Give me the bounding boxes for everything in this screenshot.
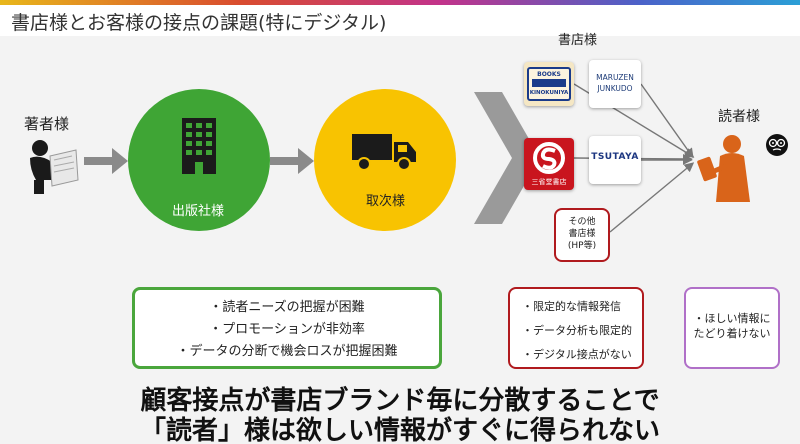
author-figure-icon (30, 140, 79, 194)
bookstores-label: 書店様 (558, 33, 598, 48)
publisher-issue-1: ・読者ニーズの把握が困難 (209, 300, 365, 315)
junkudo-text: JUNKUDO (597, 84, 633, 93)
other-line3: (HP等) (567, 241, 597, 251)
confused-face-icon (766, 134, 788, 156)
reader-issue-1: ・ほしい情報に (693, 312, 771, 325)
readers-label: 読者様 (718, 109, 760, 125)
publisher-issues-box: ・読者ニーズの把握が困難 ・プロモーションが非効率 ・データの分断で機会ロスが把… (132, 287, 442, 369)
reader-figure-icon (697, 135, 750, 202)
kinokuniya-top-text: BOOKS (537, 71, 561, 78)
sanseido-mark-icon (533, 142, 565, 174)
headline-line-1: 顧客接点が書店ブランド毎に分散することで (140, 386, 660, 416)
kinokuniya-mark (532, 79, 566, 87)
slide-title: 書店様とお客様の接点の課題(特にデジタル) (11, 12, 387, 34)
bookstore-issue-3: ・デジタル接点がない (522, 348, 632, 361)
publisher-label: 出版社様 (172, 204, 225, 219)
reader-issue-2: たどり着けない (693, 327, 771, 340)
arrow-author-to-publisher (84, 148, 128, 174)
other-line1: その他 (568, 217, 596, 227)
truck-icon (352, 134, 416, 171)
bookstore-issue-1: ・限定的な情報発信 (522, 300, 621, 313)
maruzen-junkudo-logo: MARUZEN JUNKUDO (589, 60, 641, 108)
maruzen-text: MARUZEN (596, 73, 634, 82)
distributor-label: 取次様 (366, 194, 406, 209)
publisher-issue-2: ・プロモーションが非効率 (209, 322, 365, 337)
kinokuniya-bottom-text: KINOKUNIYA (529, 90, 569, 96)
author-label: 著者様 (24, 115, 70, 133)
bookstore-issue-2: ・データ分析も限定的 (522, 324, 632, 337)
headline-line-2: 「読者」様は欲しい情報がすぐに得られない (139, 416, 660, 444)
other-line2: 書店様 (568, 229, 596, 239)
kinokuniya-logo: BOOKS KINOKUNIYA (524, 62, 574, 106)
top-color-bar (0, 0, 800, 5)
sanseido-text: 三省堂書店 (531, 178, 567, 186)
publisher-issue-3: ・データの分断で機会ロスが把握困難 (176, 344, 398, 359)
tsutaya-text: TSUTAYA (591, 152, 639, 162)
reader-issues-box: ・ほしい情報に たどり着けない (684, 287, 780, 369)
bookstore-issues-box: ・限定的な情報発信 ・データ分析も限定的 ・デジタル接点がない (508, 287, 644, 369)
sanseido-logo: 三省堂書店 (524, 138, 574, 190)
building-icon (182, 118, 216, 174)
other-bookstores-box: その他 書店様 (HP等) (554, 208, 610, 262)
arrow-publisher-to-distributor (270, 148, 314, 174)
tsutaya-logo: TSUTAYA (589, 136, 641, 184)
